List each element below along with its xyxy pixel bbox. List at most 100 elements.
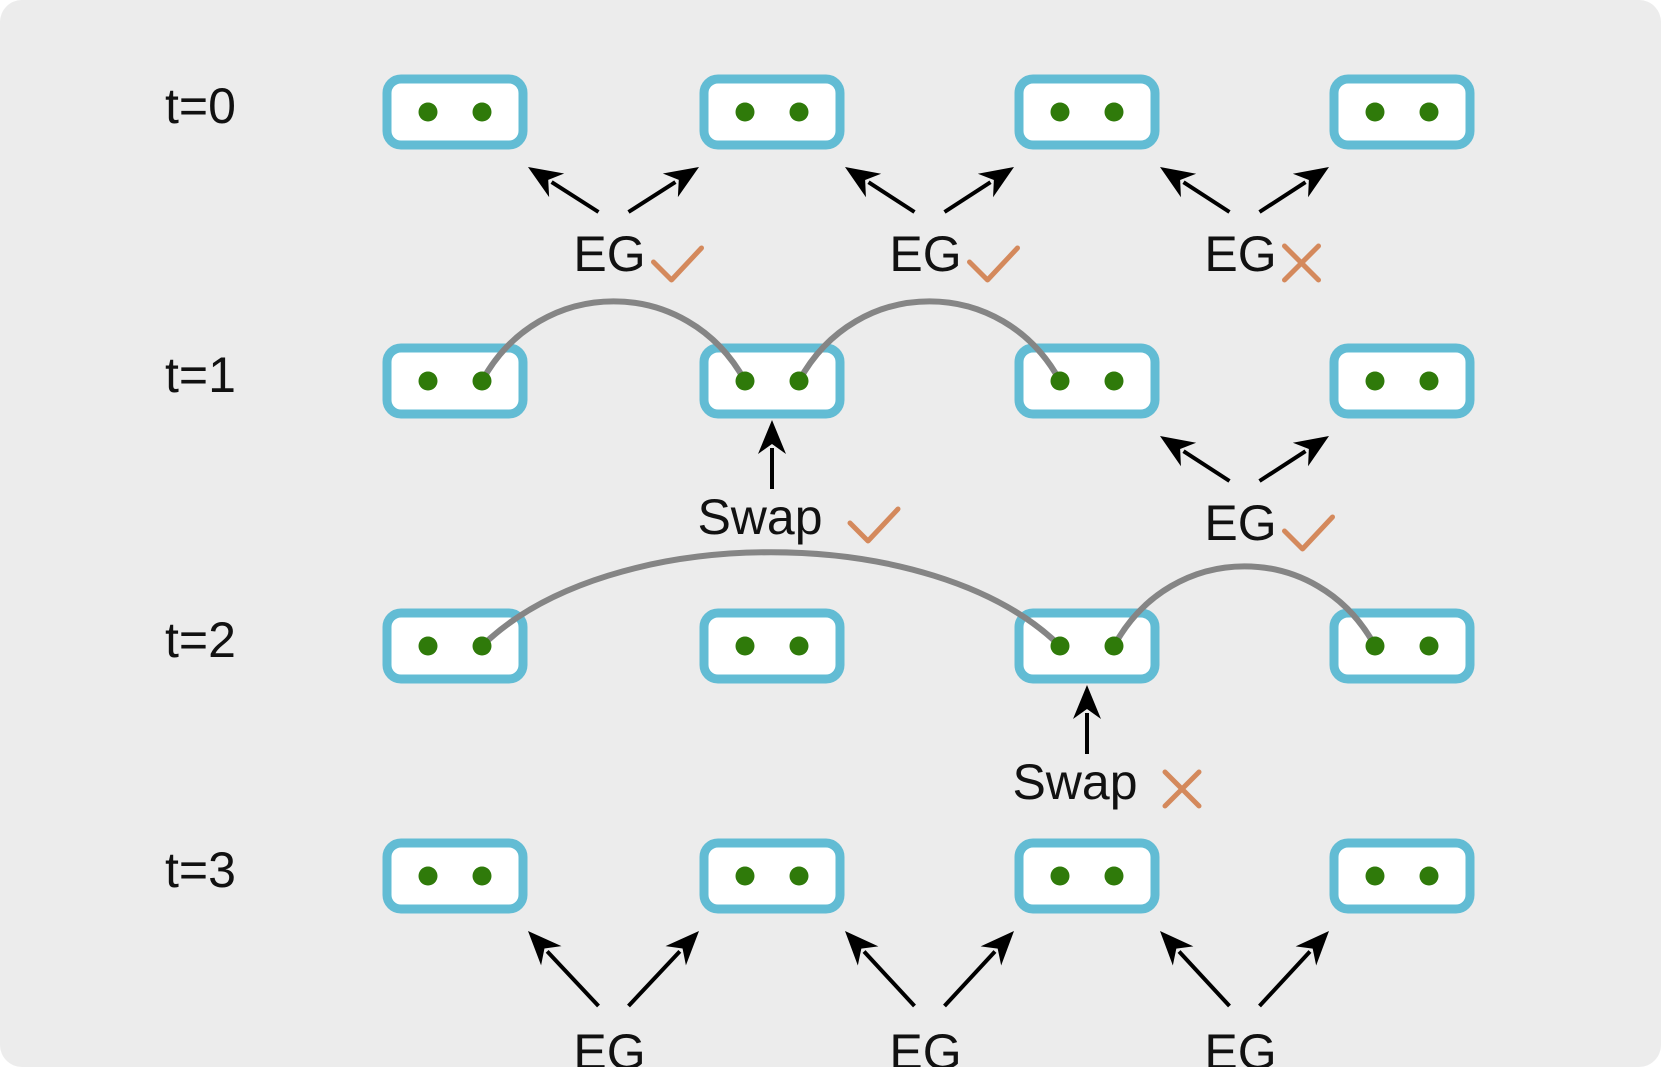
quantum-node (382, 608, 528, 684)
eg-arrow-left (1160, 931, 1231, 1008)
arrow-shaft (1258, 449, 1307, 483)
eg-arrow-right (627, 167, 699, 214)
quantum-node (1329, 608, 1475, 684)
eg-arrow-right (1258, 436, 1329, 483)
arrow-shaft (550, 180, 600, 214)
time-step-label: t=3 (165, 842, 236, 898)
qubit-dot (472, 636, 492, 656)
arrow-shaft (1182, 449, 1231, 483)
arrow-shaft (1258, 950, 1312, 1008)
quantum-node (382, 74, 528, 150)
qubit-dot (789, 102, 809, 122)
qubit-dot (789, 636, 809, 656)
cross-stroke (1282, 243, 1321, 283)
quantum-node (1329, 74, 1475, 150)
qubit-dot (1365, 102, 1385, 122)
arrow-head (528, 931, 562, 966)
qubit-dot (1365, 866, 1385, 886)
qubit-dot (418, 636, 438, 656)
qubit-dot (735, 102, 755, 122)
cross-icon (1282, 243, 1321, 283)
arrow-head (758, 420, 786, 454)
swap-arrow (1073, 685, 1101, 754)
qubit-dot (789, 866, 809, 886)
swap-label: Swap (697, 489, 822, 545)
arrow-head (1292, 436, 1329, 467)
time-step-label: t=0 (165, 78, 236, 134)
eg-arrow-right (1258, 167, 1329, 214)
quantum-node (1014, 838, 1160, 914)
eg-arrow-right (943, 167, 1014, 214)
arrow-shaft (1177, 950, 1231, 1008)
arrow-shaft (545, 950, 600, 1008)
entanglement-link (479, 549, 1063, 649)
eg-label: EG (1204, 226, 1276, 282)
arrow-shaft (1182, 180, 1231, 214)
qubit-dot (418, 371, 438, 391)
arrow-head (1160, 436, 1197, 467)
swap-arrow (758, 420, 786, 489)
checkmark-icon (967, 245, 1020, 283)
cross-stroke (1162, 769, 1202, 809)
time-step-label: t=1 (165, 347, 236, 403)
qubit-dot (1419, 636, 1439, 656)
quantum-node (1329, 343, 1475, 419)
qubit-dot (1104, 102, 1124, 122)
eg-label: EG (889, 226, 961, 282)
eg-arrow-right (627, 931, 699, 1008)
quantum-node (699, 74, 845, 150)
qubit-dot (1050, 102, 1070, 122)
checkmark-icon (847, 506, 901, 544)
quantum-node (382, 838, 528, 914)
arrow-shaft (943, 950, 997, 1008)
qubit-dot (789, 371, 809, 391)
arrow-head (1295, 931, 1329, 966)
qubit-dot (1104, 636, 1124, 656)
qubit-dot (472, 866, 492, 886)
eg-arrow-right (1258, 931, 1329, 1008)
arrow-head (980, 931, 1014, 966)
qubit-dot (1365, 636, 1385, 656)
eg-arrow-left (1160, 167, 1231, 214)
entanglement-link (1111, 563, 1378, 649)
checkmark-icon (651, 245, 704, 283)
eg-label: EG (889, 1024, 961, 1067)
quantum-node (699, 838, 845, 914)
arrow-head (528, 167, 565, 198)
qubit-dot (472, 102, 492, 122)
qubit-dot (418, 102, 438, 122)
arrow-shaft (867, 180, 916, 214)
qubit-dot (1050, 636, 1070, 656)
qubit-dot (1419, 866, 1439, 886)
arrow-shaft (627, 950, 682, 1008)
qubit-dot (1365, 371, 1385, 391)
qubit-dot (735, 371, 755, 391)
qubit-dot (735, 636, 755, 656)
qubit-dot (418, 866, 438, 886)
arrow-head (1160, 167, 1197, 198)
entanglement-link (479, 298, 748, 384)
quantum-node (1014, 608, 1160, 684)
qubit-dot (1419, 371, 1439, 391)
checkmark-icon (1282, 514, 1335, 552)
swap-label: Swap (1012, 754, 1137, 810)
eg-arrow-left (845, 167, 916, 214)
eg-arrow-left (528, 167, 600, 214)
qubit-dot (1104, 866, 1124, 886)
arrow-head (845, 167, 882, 198)
quantum-node (1014, 343, 1160, 419)
quantum-node (1014, 74, 1160, 150)
quantum-node (382, 343, 528, 419)
arrow-head (662, 167, 699, 198)
arrow-head (1073, 685, 1101, 719)
arrow-shaft (943, 180, 992, 214)
arrow-shaft (1258, 180, 1307, 214)
arrow-head (665, 931, 699, 966)
qubit-dot (472, 371, 492, 391)
eg-label: EG (1204, 1024, 1276, 1067)
eg-arrow-left (845, 931, 916, 1008)
arrow-head (977, 167, 1014, 198)
qubit-dot (735, 866, 755, 886)
